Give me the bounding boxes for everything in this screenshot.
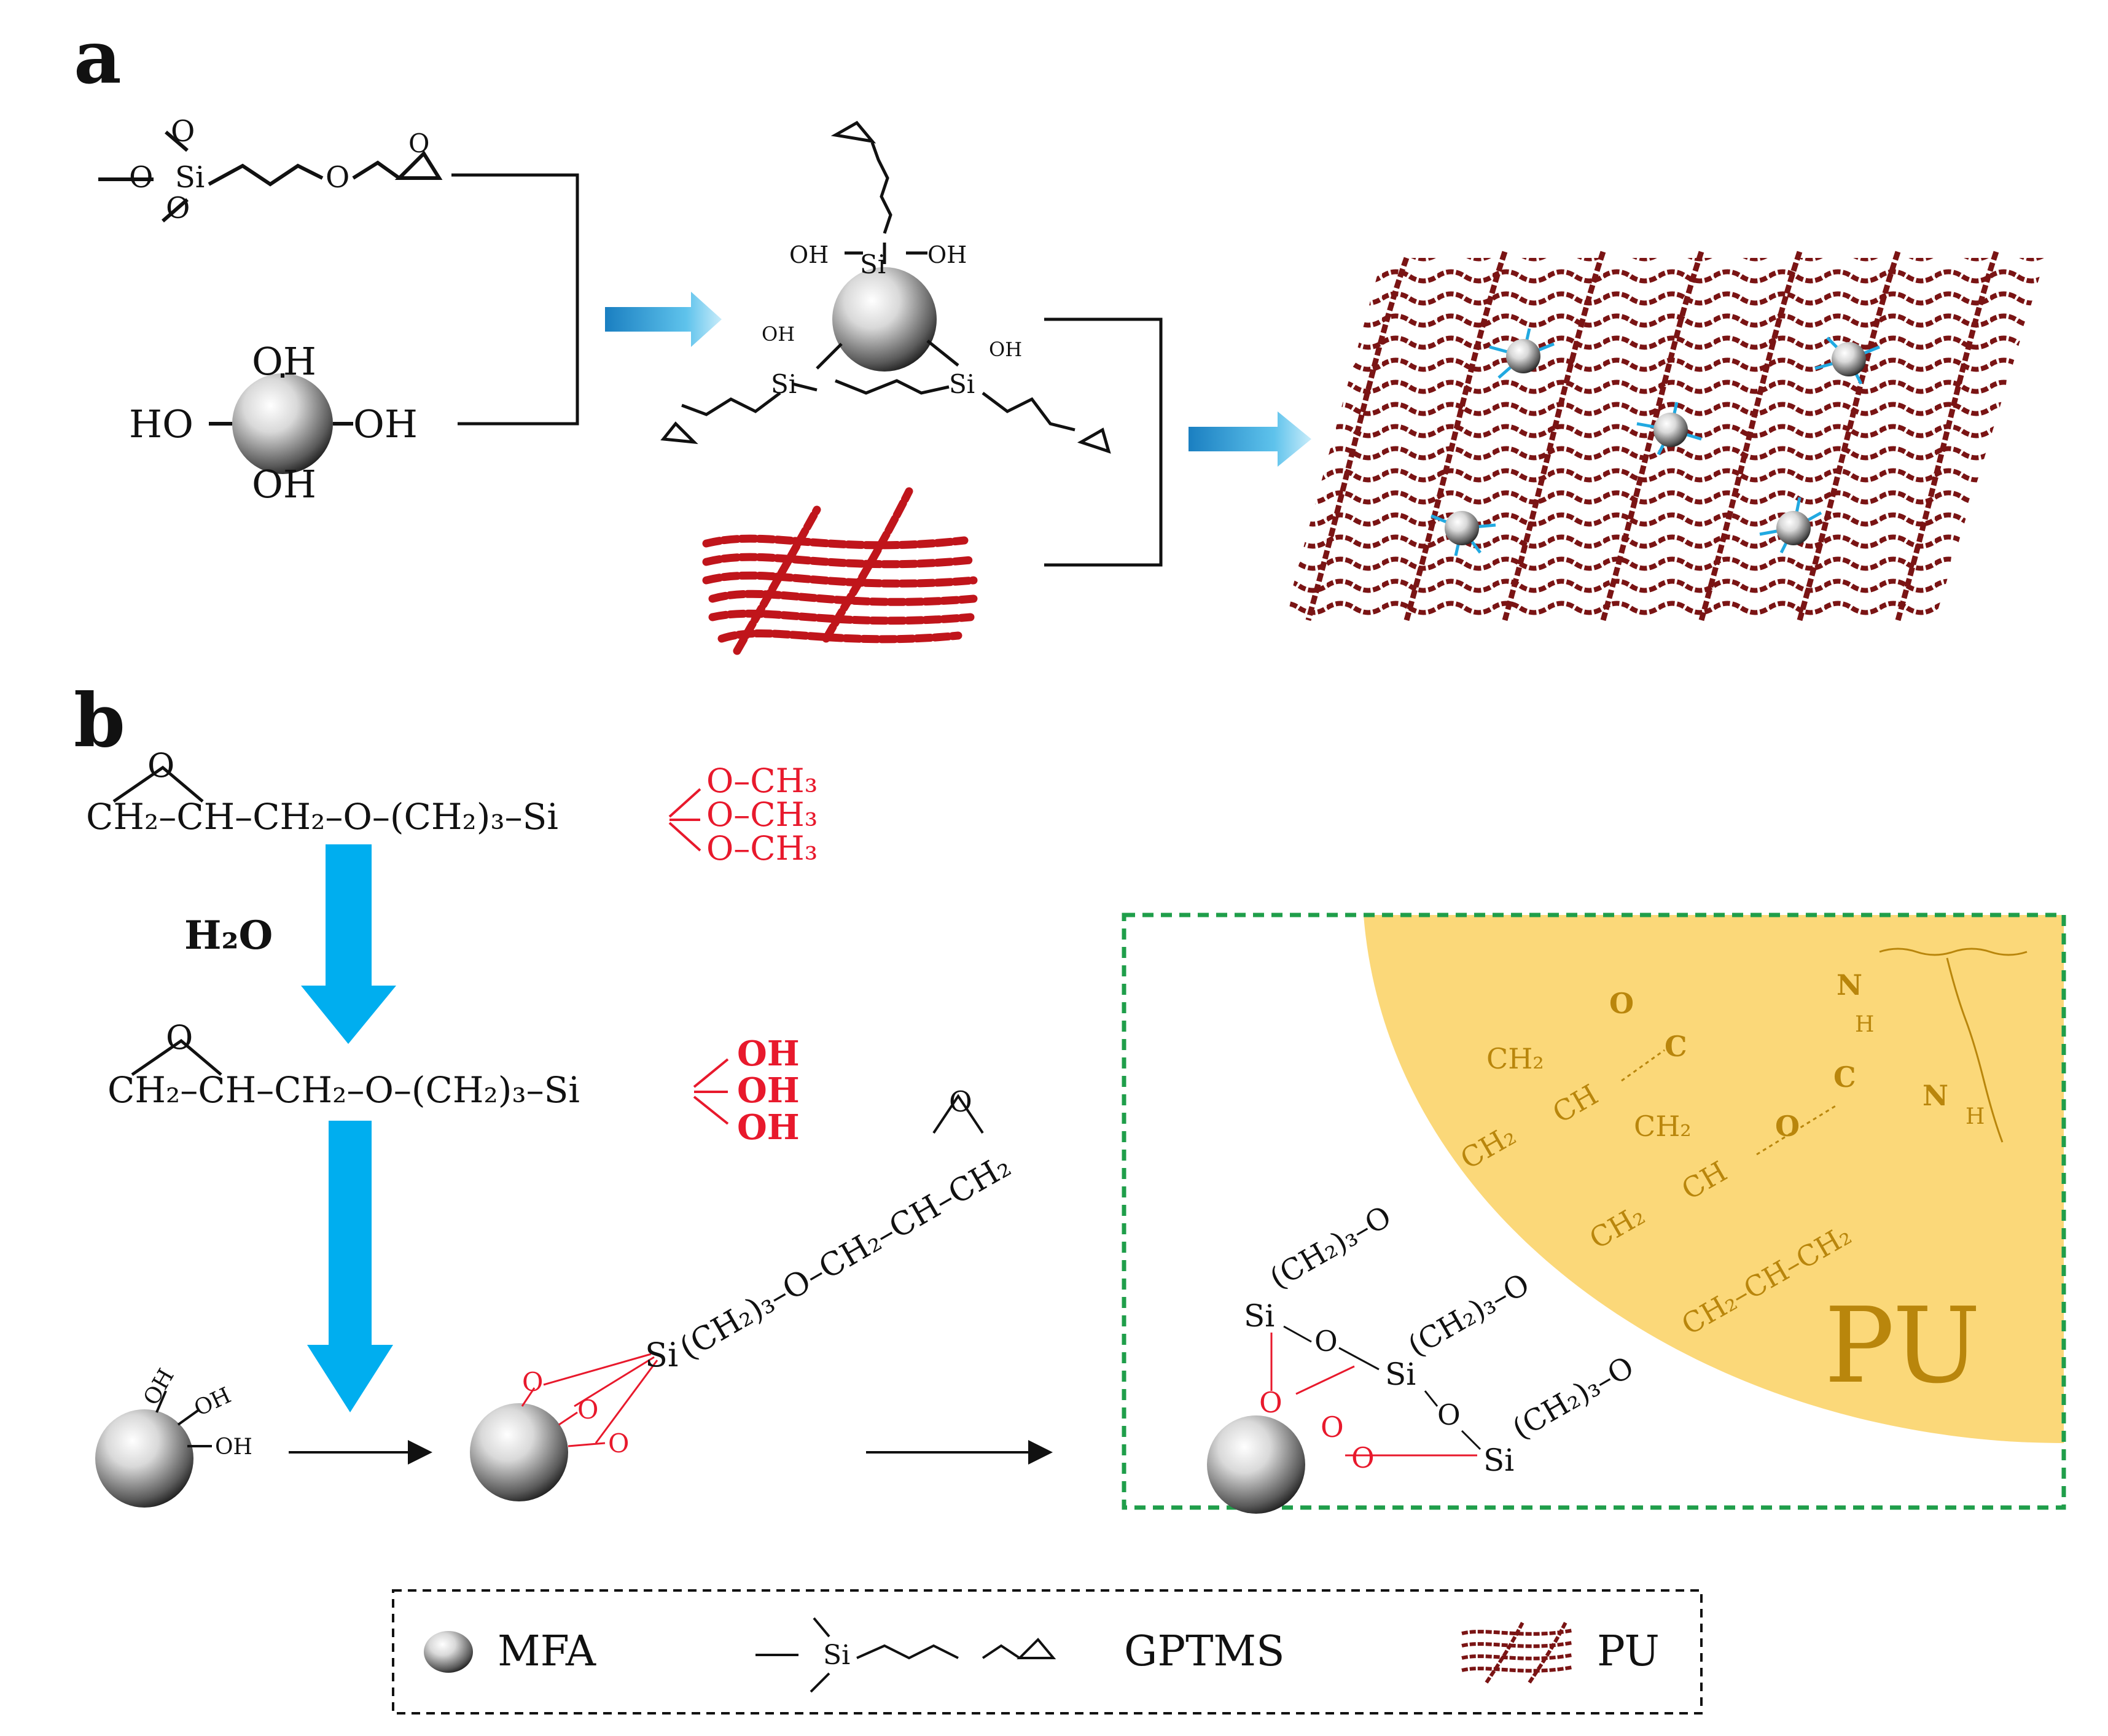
formula-chain: CH₂–CH–CH₂–O–(CH₂)₃–Si <box>86 796 558 838</box>
reagent-label: H₂O <box>184 913 273 959</box>
oh-label: OH <box>139 1364 179 1409</box>
ho-label: HO <box>129 402 193 446</box>
bracket-line <box>1044 317 1163 567</box>
methoxy-group: O–CH₃ <box>706 795 818 834</box>
o-label: O <box>408 128 429 158</box>
oh-label: OH <box>252 462 316 507</box>
silanol-group: OH <box>737 1033 800 1074</box>
oh-label: OH <box>762 322 795 346</box>
propyl-linker: (CH₂)₃–O <box>1402 1267 1536 1363</box>
legend: MFA Si GPTMS PU <box>392 1589 1703 1715</box>
carbonyl-c: C <box>1665 1030 1687 1063</box>
si-label: Si <box>860 249 886 279</box>
methoxy-group: O–CH₃ <box>706 761 818 800</box>
ring-o-label: O <box>949 1085 972 1118</box>
formula-chain: CH₂–CH–CH₂–O–(CH₂)₃–Si <box>107 1069 580 1111</box>
o-label: O <box>1314 1325 1338 1358</box>
amide-n: N <box>1923 1079 1948 1112</box>
reaction-arrow-1 <box>605 292 722 347</box>
silane-structure-icon <box>755 1617 1056 1693</box>
oh-label: OH <box>989 338 1022 361</box>
si-label: Si <box>1244 1298 1275 1334</box>
amide-n: N <box>1837 968 1862 1002</box>
o-label: O <box>171 114 195 149</box>
panel-label-b: b <box>74 677 125 764</box>
si-label: Si <box>175 160 205 195</box>
panel-label-a: a <box>74 14 122 101</box>
pu-composite-network <box>1284 251 2045 621</box>
ch2-label: CH₂ <box>1634 1110 1692 1143</box>
carbonyl-o: O <box>1609 987 1634 1020</box>
si-label: Si <box>1385 1356 1416 1392</box>
propyl-linker: (CH₂)₃–O <box>1507 1350 1640 1446</box>
o-label: O <box>166 191 190 225</box>
ring-o-label: O <box>147 746 174 785</box>
o-label: O <box>1321 1411 1344 1444</box>
reaction-arrow-2 <box>1189 411 1311 467</box>
gptms-silanol-formula: O CH₂–CH–CH₂–O–(CH₂)₃–Si OH OH OH <box>107 1018 800 1148</box>
o-label: O <box>1351 1441 1375 1474</box>
si-label: Si <box>949 369 975 399</box>
o-label: O <box>522 1367 543 1397</box>
carbonyl-o: O <box>1775 1110 1800 1143</box>
si-label: Si <box>645 1336 678 1374</box>
oh-label: OH <box>215 1434 252 1460</box>
functionalized-particle: Si OH OH Si Si OH OH <box>660 120 1111 454</box>
ch2-label: CH₂ <box>1486 1042 1544 1075</box>
bracket-line <box>451 173 579 426</box>
oh-label: OH <box>353 402 418 446</box>
propyl-linker: (CH₂)₃–O <box>1264 1199 1397 1296</box>
ring-o-label: O <box>166 1018 193 1057</box>
sphere-icon <box>424 1631 473 1673</box>
methoxy-group: O–CH₃ <box>706 829 818 868</box>
gptms-methoxy-formula: O CH₂–CH–CH₂–O–(CH₂)₃–Si O–CH₃ O–CH₃ O–C… <box>86 746 818 868</box>
carbonyl-c: C <box>1833 1061 1856 1094</box>
interface-inset: PU O O O Si Si Si O O (CH₂)₃–O (CH₂)₃–O … <box>1122 913 2066 1514</box>
o-label: O <box>577 1395 598 1425</box>
si-label: Si <box>1483 1442 1514 1478</box>
o-label: O <box>1437 1398 1461 1431</box>
pu-region-label: PU <box>1824 1285 1981 1407</box>
mfa-particle-oh: OH OH OH <box>95 1364 252 1508</box>
amide-h: H <box>1855 1012 1874 1037</box>
grafting-arrow <box>307 1121 393 1412</box>
oh-label: OH <box>252 339 316 384</box>
hydrolysis-arrow <box>301 844 396 1044</box>
o-label: O <box>1259 1386 1282 1419</box>
si-label: Si <box>771 369 797 399</box>
mfa-particle <box>232 373 333 474</box>
oh-label: OH <box>789 241 829 268</box>
amide-h: H <box>1966 1104 1985 1129</box>
o-label: O <box>326 160 349 195</box>
legend-label-mfa: MFA <box>498 1627 596 1676</box>
propyl-epoxy-tail: (CH₂)₃–O–CH₂–CH–CH₂ <box>674 1148 1017 1368</box>
gptms-structure-a <box>98 130 443 223</box>
silanol-group: OH <box>737 1070 800 1111</box>
legend-label-gptms: GPTMS <box>1124 1627 1285 1676</box>
si-label: Si <box>823 1640 850 1671</box>
legend-border <box>392 1589 1703 1715</box>
pu-strands-small <box>702 487 978 655</box>
o-label: O <box>129 160 153 195</box>
oh-bonds <box>209 373 353 426</box>
legend-label-pu: PU <box>1597 1627 1660 1676</box>
oh-label: OH <box>190 1383 235 1422</box>
silanol-group: OH <box>737 1107 800 1148</box>
polymer-network-icon <box>1461 1620 1573 1684</box>
oh-label: OH <box>927 241 967 268</box>
o-label: O <box>608 1428 629 1458</box>
